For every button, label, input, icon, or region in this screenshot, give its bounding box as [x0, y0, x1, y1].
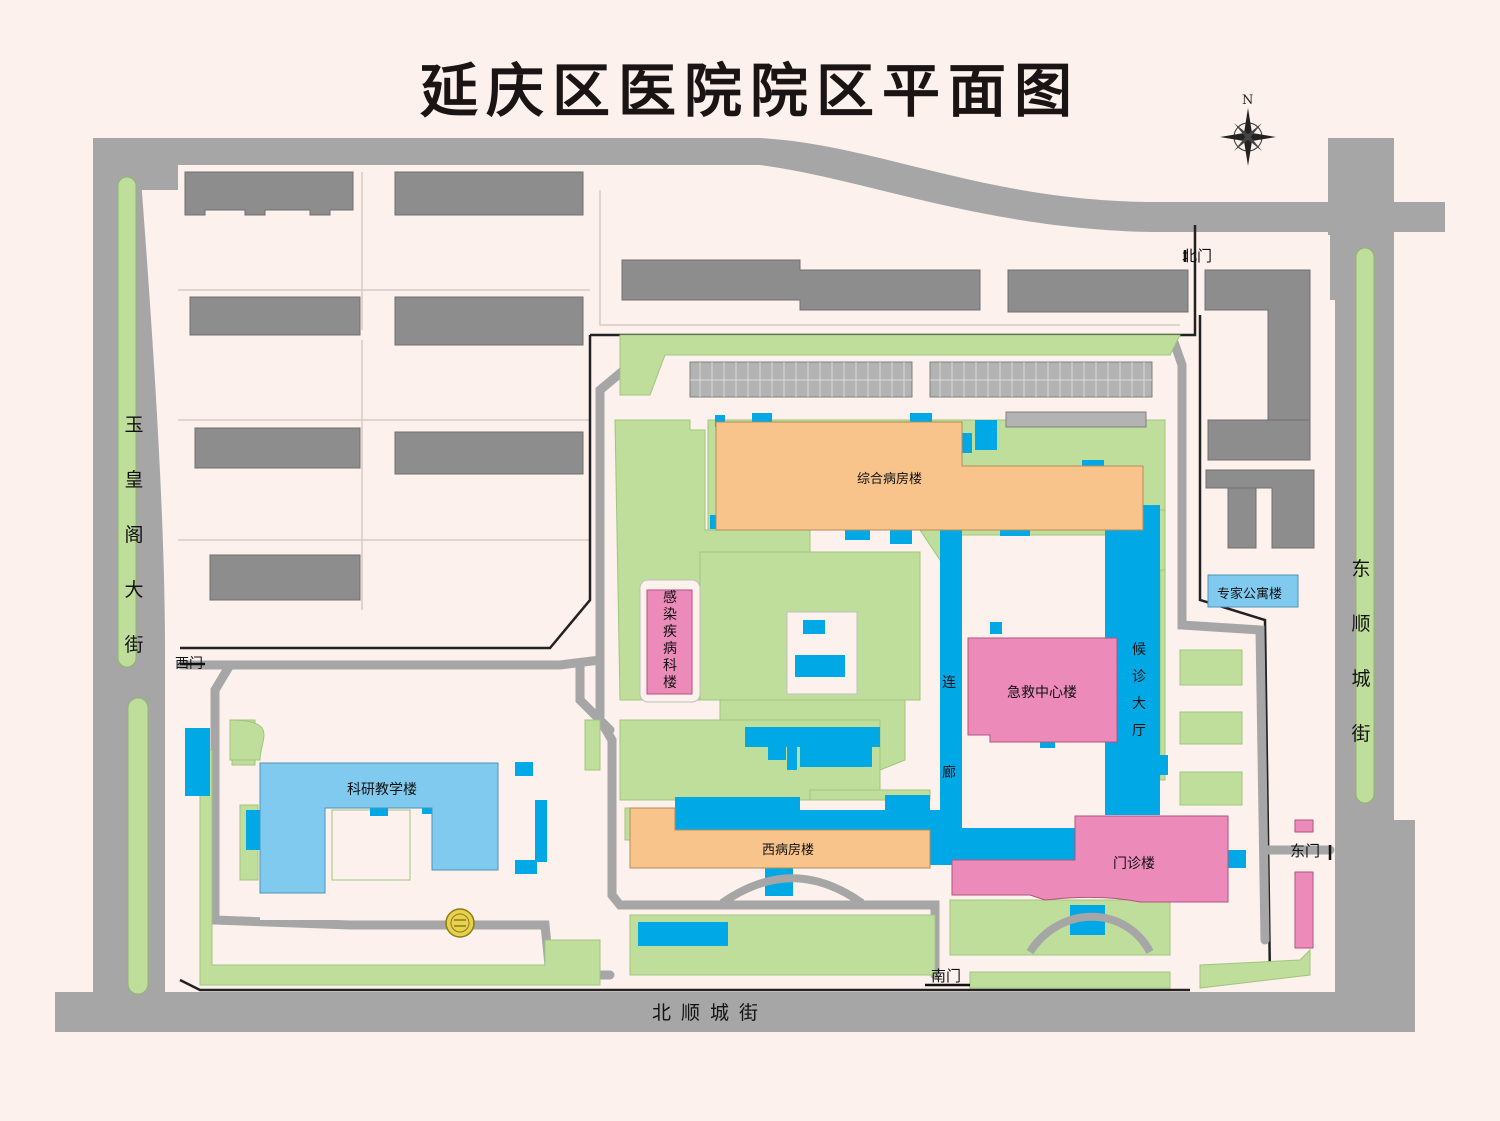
- road-label-east: 东顺城街: [1351, 558, 1371, 745]
- gate-label-south: 南门: [931, 967, 962, 985]
- road-label-west: 玉皇阁大街: [124, 414, 144, 656]
- compass-n-label: N: [1242, 93, 1253, 108]
- helipad: [445, 908, 475, 938]
- expert-apartment-building: [1207, 574, 1299, 608]
- gate-markers: [180, 250, 1332, 987]
- south-road: [55, 992, 1415, 1032]
- gate-label-north: 北门: [1182, 247, 1213, 265]
- road-label-south: 北顺城街: [652, 1002, 769, 1024]
- label-emergency: 急救中心楼: [1007, 685, 1077, 701]
- label-infectious: 感染疾病科楼: [663, 590, 677, 691]
- map-title: 延庆区医院院区平面图: [419, 57, 1080, 125]
- label-waiting-hall: 候诊大厅: [1132, 642, 1146, 739]
- label-expert-apartment: 专家公寓楼: [1217, 587, 1283, 602]
- residential-area: [184, 171, 1315, 601]
- corridors: [185, 413, 1246, 946]
- label-west-ward: 西病房楼: [762, 843, 815, 858]
- compass-rose-icon: N: [1218, 92, 1278, 170]
- label-general-ward: 综合病房楼: [857, 472, 923, 487]
- infectious-building: [646, 589, 693, 695]
- general-ward-building: [715, 421, 1144, 531]
- gate-label-west: 西门: [175, 656, 203, 672]
- label-outpatient: 门诊楼: [1113, 856, 1155, 872]
- north-road: [93, 138, 1445, 300]
- label-corridor: 连廊: [942, 675, 956, 781]
- outpatient-building: [951, 815, 1229, 903]
- emergency-building: [967, 637, 1118, 743]
- west-ward-building: [629, 807, 931, 869]
- median-greens: [117, 176, 1375, 995]
- east-road: [1335, 232, 1415, 1065]
- gate-label-east: 东门: [1290, 842, 1321, 860]
- label-research: 科研教学楼: [347, 782, 417, 798]
- research-building: [259, 762, 499, 894]
